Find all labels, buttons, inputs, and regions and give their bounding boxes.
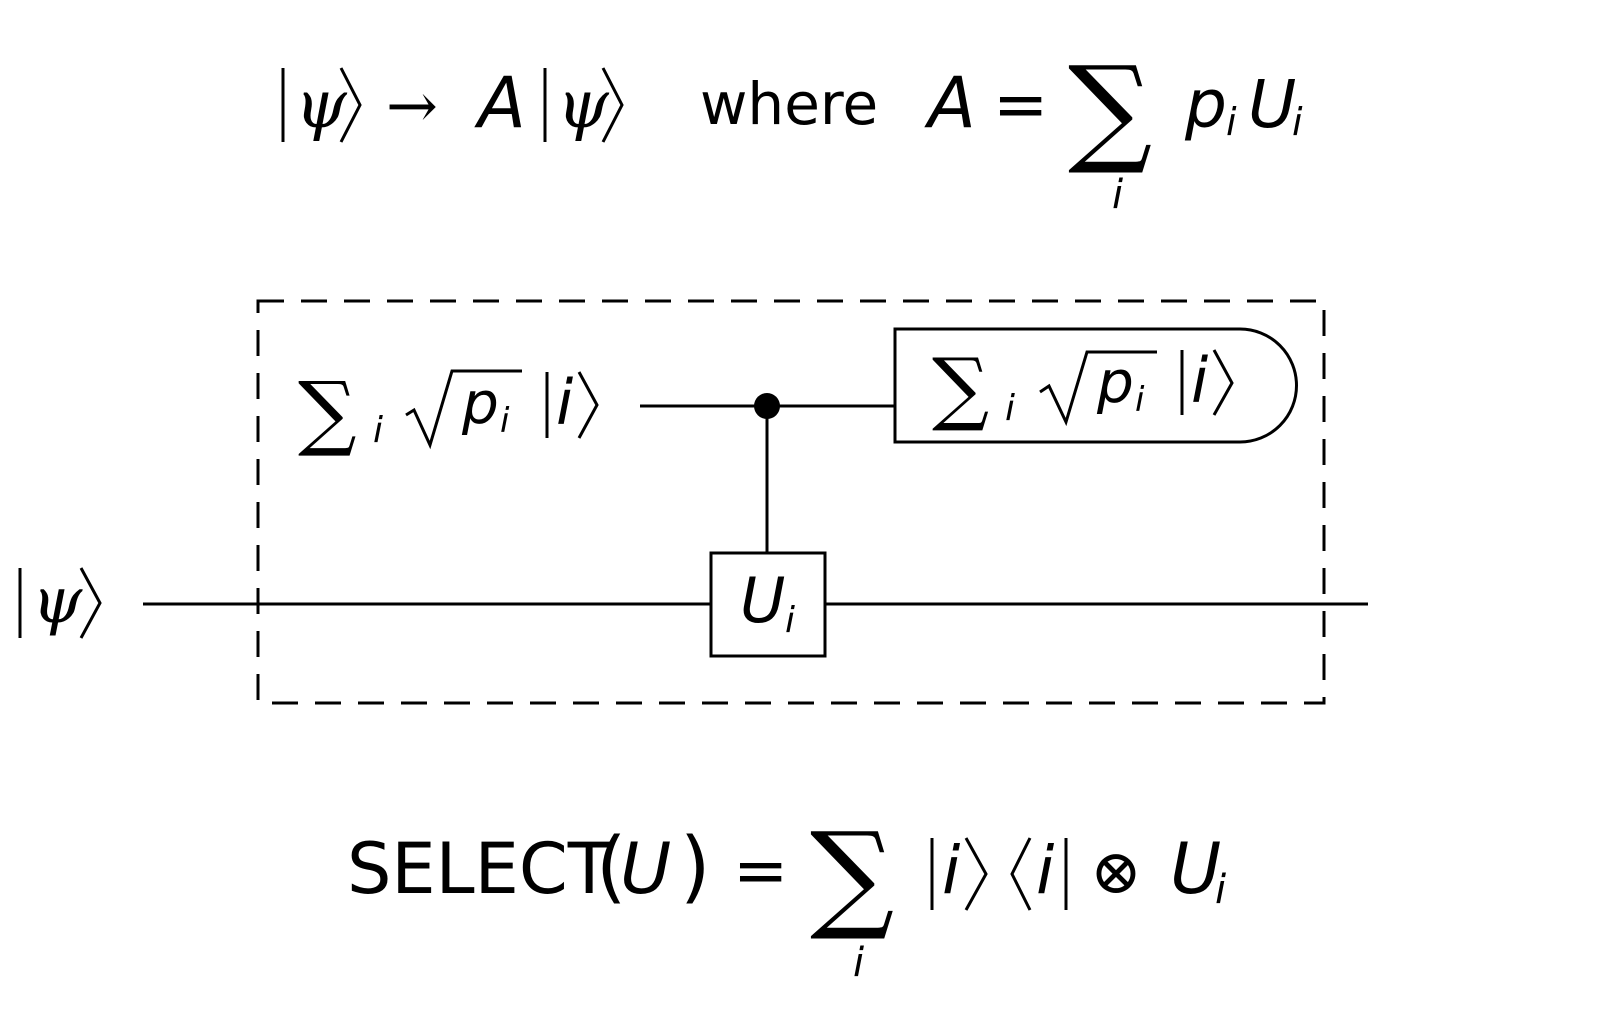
bottom-u: U [1170,828,1221,910]
top-sum-symbol: ∑ [1068,40,1152,178]
top-where: where [700,70,878,138]
dashed-block-box [256,299,1326,705]
top-u-index: i [1292,100,1303,144]
ancilla-sum: ∑ [298,365,357,460]
output-state-box: ∑ i p i i [893,327,1298,444]
ancilla-p: p [461,369,499,437]
top-arrow: → [386,69,438,142]
ancilla-sum-index: i [373,410,383,451]
ancilla-state-label: ∑ i p i i [298,365,599,460]
select-open-paren: ( [596,822,626,912]
bottom-ket: i [942,832,961,909]
bottom-equation: SELECT ( U ) = ∑ i i i ⊗ U i [347,806,1226,986]
bottom-bra: i [1036,832,1055,909]
circuit: ψ ∑ i p i i U i ∑ [18,299,1368,705]
top-u: U [1248,66,1296,143]
output-p-index: i [1135,380,1145,420]
bottom-u-index: i [1215,867,1226,913]
output-ket: i [1191,344,1208,417]
select-arg-u: U [620,828,671,910]
output-sum: ∑ [932,341,989,434]
ancilla-ket: i [556,366,573,439]
select-label: SELECT [347,828,611,910]
output-p: p [1096,348,1134,416]
top-equation: ψ → A ψ where A = ∑ i p i U i [281,40,1303,218]
bottom-equals: = [733,832,788,909]
top-sum-index: i [1112,172,1123,218]
ancilla-p-index: i [500,401,510,441]
bottom-tensor: ⊗ [1090,835,1142,908]
controlled-u-gate: U i [709,551,827,658]
bottom-sum-index: i [853,940,864,986]
input-psi: ψ [32,564,83,638]
gate-u-index: i [785,600,795,641]
top-p: p [1184,66,1227,143]
top-psi-2: ψ [557,66,610,143]
bottom-sum-symbol: ∑ [810,806,894,944]
top-equals: = [993,66,1048,143]
top-p-index: i [1226,100,1237,144]
gate-u: U [740,564,785,637]
select-close-paren: ) [680,822,710,912]
top-operator-a: A [474,62,526,144]
output-sum-index: i [1005,388,1015,429]
top-operator-a-def: A [924,62,976,144]
top-psi: ψ [295,66,348,143]
input-state-label: ψ [18,564,102,639]
